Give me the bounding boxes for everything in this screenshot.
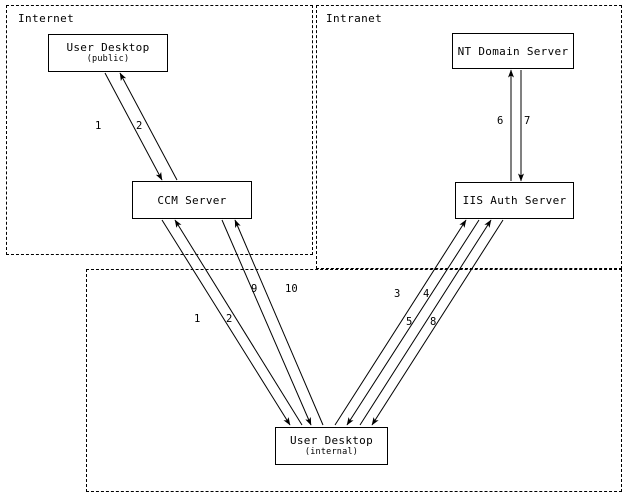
zone-internet <box>6 5 313 255</box>
node-title: CCM Server <box>157 193 227 207</box>
flow-label-10: 10 <box>285 283 298 295</box>
zone-intranet-label: Intranet <box>326 12 383 25</box>
node-ccm-server[interactable]: CCM Server <box>132 181 252 219</box>
flow-5-iis-to-internal <box>371 219 504 426</box>
zone-internet-label: Internet <box>18 12 75 25</box>
node-subtitle: (public) <box>86 54 130 64</box>
node-title: NT Domain Server <box>457 44 569 58</box>
node-user-desktop-internal[interactable]: User Desktop (internal) <box>275 427 388 465</box>
flow-10-internal-to-ccm <box>234 219 324 426</box>
zone-intranet <box>316 5 622 269</box>
flow-2-ccm-to-public <box>119 72 178 181</box>
flow-label-4: 4 <box>423 288 430 300</box>
zone-internal <box>86 269 622 492</box>
node-iis-auth-server[interactable]: IIS Auth Server <box>455 182 574 219</box>
flow-1-public-to-ccm <box>104 72 163 181</box>
flow-label-6: 6 <box>497 115 504 127</box>
flow-label-2-internal: 2 <box>226 313 233 325</box>
flow-label-7: 7 <box>524 115 531 127</box>
flow-1-ccm-to-internal <box>161 219 291 426</box>
node-title: User Desktop <box>289 434 374 447</box>
flow-4-internal-to-iis <box>334 219 467 426</box>
flow-2-internal-to-ccm <box>174 219 303 426</box>
flow-8-internal-to-iis <box>359 219 492 426</box>
flow-label-3: 3 <box>394 288 401 300</box>
node-nt-domain-server[interactable]: NT Domain Server <box>452 33 574 69</box>
flow-label-8: 8 <box>430 316 437 328</box>
flow-9-ccm-to-internal <box>221 219 312 426</box>
flow-label-9: 9 <box>251 283 258 295</box>
node-user-desktop-public[interactable]: User Desktop (public) <box>48 34 168 72</box>
flow-3-iis-to-internal <box>346 219 480 426</box>
flow-label-2-public: 2 <box>136 120 143 132</box>
flow-label-1-internal: 1 <box>194 313 201 325</box>
node-subtitle: (internal) <box>304 447 359 457</box>
node-title: IIS Auth Server <box>462 194 567 207</box>
flow-label-1-public: 1 <box>95 120 102 132</box>
flow-label-5: 5 <box>406 316 413 328</box>
node-title: User Desktop <box>66 41 150 54</box>
